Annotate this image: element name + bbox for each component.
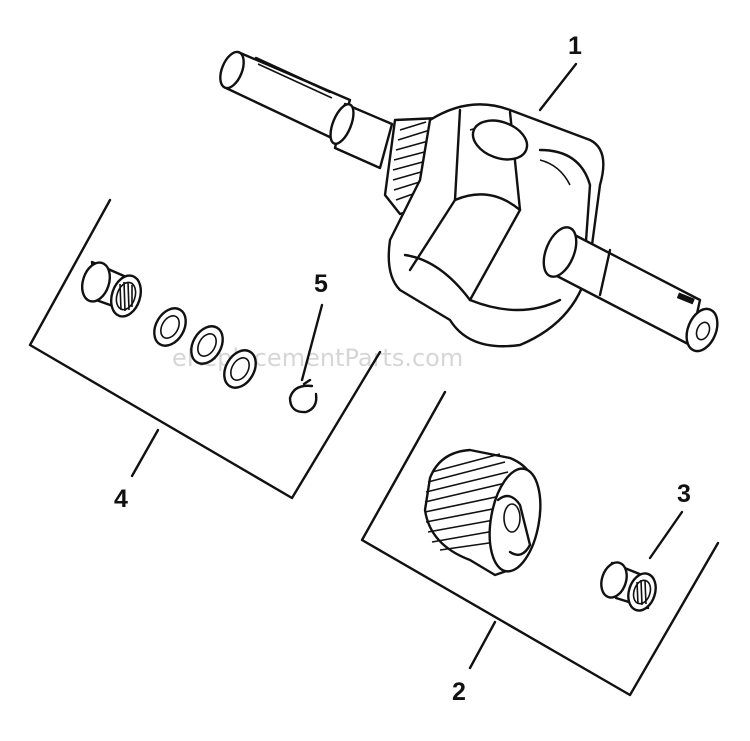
snap-ring-part[interactable]: [288, 378, 318, 414]
callout-number[interactable]: 1: [568, 32, 582, 60]
leader-line-1: [538, 62, 578, 112]
callout-number[interactable]: 5: [314, 270, 328, 298]
kit-panel-4: [28, 198, 382, 500]
crankshaft-part[interactable]: [216, 49, 724, 356]
callout-number[interactable]: 2: [452, 678, 466, 706]
balance-gear-part[interactable]: [423, 448, 548, 577]
callout-number[interactable]: 4: [114, 485, 128, 513]
needle-bearing-part[interactable]: [77, 259, 145, 320]
leader-line-2: [468, 620, 497, 670]
thrust-washer-part[interactable]: [185, 321, 229, 370]
thrust-washer-part[interactable]: [148, 303, 192, 352]
callout-number[interactable]: 3: [677, 480, 691, 508]
thrust-washer-part[interactable]: [218, 345, 262, 394]
leader-line-3: [648, 510, 684, 560]
kit-panel-2: [360, 390, 720, 697]
needle-bearing-part[interactable]: [597, 559, 660, 614]
leader-line-5: [300, 303, 324, 382]
leader-line-4: [130, 428, 160, 478]
